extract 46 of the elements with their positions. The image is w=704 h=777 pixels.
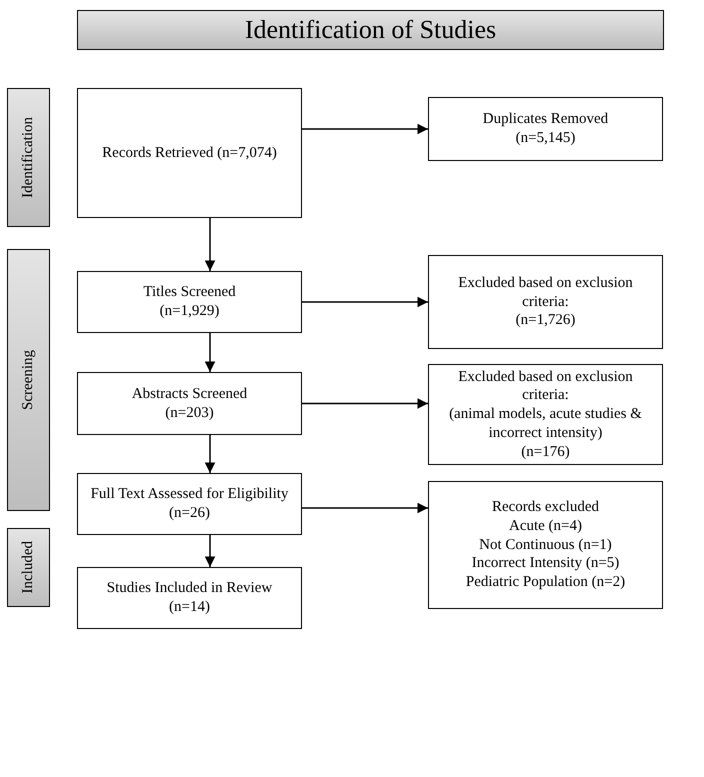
stage-label: Included xyxy=(19,541,38,594)
box-text: (animal models, acute studies & incorrect intensity) xyxy=(448,405,643,443)
box-text: Full Text Assessed for Eligibility xyxy=(90,485,288,504)
stage-label: Identification xyxy=(19,117,38,198)
arrow xyxy=(302,124,428,134)
box-text: Studies Included in Review xyxy=(106,579,272,598)
box-text: Pediatric Population (n=2) xyxy=(466,573,626,592)
stage-band xyxy=(7,88,50,227)
process-box xyxy=(77,567,302,629)
box-text: (n=176) xyxy=(521,442,570,462)
stage-label: Screening xyxy=(19,350,38,410)
box-text: Incorrect Intensity (n=5) xyxy=(472,554,620,574)
arrow xyxy=(204,218,216,271)
box-text: Excluded based on exclusion criteria: xyxy=(457,274,634,312)
process-box xyxy=(428,364,663,465)
box-text: Acute (n=4) xyxy=(508,516,582,536)
box-text: Excluded based on exclusion criteria: xyxy=(457,368,634,406)
box-text: Duplicates Removed xyxy=(482,110,608,129)
box-text: (n=203) xyxy=(165,404,214,422)
process-box xyxy=(77,473,302,535)
process-box xyxy=(77,271,302,333)
process-box xyxy=(428,255,663,349)
arrow xyxy=(204,435,216,473)
box-text: (n=5,145) xyxy=(516,129,576,148)
box-text: (n=1,929) xyxy=(160,302,220,321)
box-text: (n=14) xyxy=(169,598,210,617)
process-box xyxy=(428,481,663,609)
box-text: Records Retrieved (n=7,074) xyxy=(102,144,277,162)
title-text: Identification of Studies xyxy=(244,14,496,46)
box-text: Not Continuous (n=1) xyxy=(479,536,612,554)
arrow xyxy=(302,502,428,514)
stage-band xyxy=(7,249,50,511)
box-text: (n=26) xyxy=(169,504,210,523)
box-text: Abstracts Screened xyxy=(132,384,248,404)
box-text: Titles Screened xyxy=(143,283,236,302)
process-box xyxy=(77,372,302,435)
arrow xyxy=(302,398,428,409)
arrow xyxy=(302,296,428,308)
box-text: (n=1,726) xyxy=(516,311,576,330)
stage-band xyxy=(7,528,50,607)
box-text: Records excluded xyxy=(492,498,600,517)
process-box xyxy=(428,97,663,161)
arrow xyxy=(204,333,216,372)
arrow xyxy=(204,535,216,567)
process-box xyxy=(77,88,302,218)
title-box xyxy=(77,10,664,50)
